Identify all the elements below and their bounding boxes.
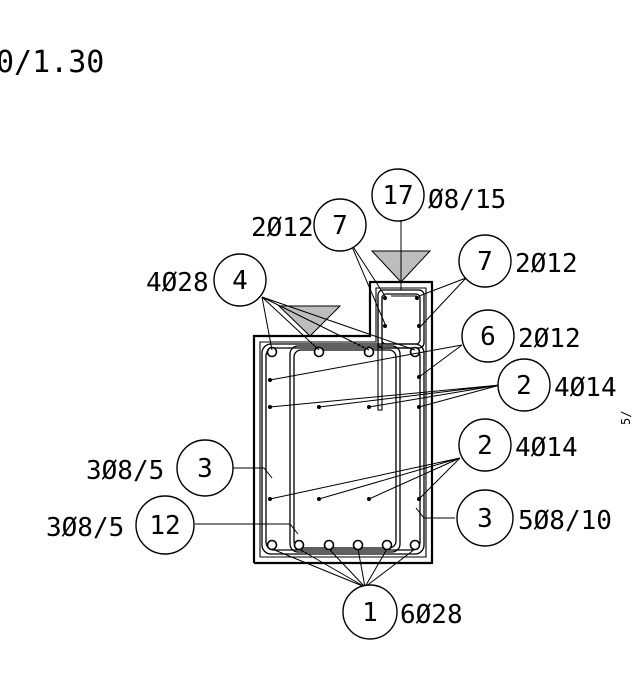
callout-12: 12 3Ø8/5 [46, 495, 195, 555]
callout-17: 17 Ø8/15 [371, 168, 506, 222]
callout-6-number: 6 [480, 322, 496, 352]
callout-7-right: 7 2Ø12 [458, 234, 578, 288]
rebar-bottom-4 [352, 539, 364, 551]
leader-lines [195, 216, 501, 588]
callout-17-number: 17 [382, 181, 413, 211]
callout-1-spec: 6Ø28 [400, 600, 463, 630]
callout-2-bottom: 2 4Ø14 [458, 418, 578, 472]
callout-1-number: 1 [362, 598, 378, 628]
callout-1: 1 6Ø28 [342, 584, 463, 640]
callout-3-left-number: 3 [197, 454, 213, 484]
concrete-outline [252, 280, 434, 565]
rebar-small-3 [383, 324, 387, 328]
callout-3-right-spec: 5Ø8/10 [518, 506, 612, 536]
callout-7-left: 7 2Ø12 [251, 198, 367, 252]
rebar-bottom-5 [381, 539, 393, 551]
stirrups [261, 289, 425, 555]
callout-12-spec: 3Ø8/5 [46, 513, 124, 543]
top-bars [266, 346, 421, 358]
callout-3-left: 3 3Ø8/5 [86, 439, 234, 497]
rebar-small-2 [415, 296, 419, 300]
callout-3-right-number: 3 [477, 504, 493, 534]
callout-2-bottom-spec: 4Ø14 [515, 433, 578, 463]
rebar-bottom-2 [293, 539, 305, 551]
callout-3-right: 3 5Ø8/10 [456, 489, 612, 547]
rebar-top-2 [313, 346, 325, 358]
callout-17-spec: Ø8/15 [428, 185, 506, 215]
callout-3-left-spec: 3Ø8/5 [86, 456, 164, 486]
callout-7-right-spec: 2Ø12 [515, 249, 578, 279]
rebar-bottom-6 [409, 539, 421, 551]
rebar-bottom-1 [266, 539, 278, 551]
rebar-top-3 [363, 346, 375, 358]
small-bars [268, 296, 421, 501]
drawing-scale-label: 0/1.30 [0, 45, 104, 80]
edge-mark: 5/ [619, 411, 633, 425]
bottom-bars [266, 539, 421, 551]
callout-6: 6 2Ø12 [461, 309, 581, 363]
callout-7-left-spec: 2Ø12 [251, 213, 314, 243]
rebar-small-1 [383, 296, 387, 300]
callout-4-number: 4 [232, 266, 248, 296]
rebar-small-4 [417, 324, 421, 328]
callout-2-top-spec: 4Ø14 [554, 373, 617, 403]
callout-6-spec: 2Ø12 [518, 324, 581, 354]
hanging-bar-17 [377, 295, 417, 411]
callout-12-number: 12 [149, 511, 180, 541]
rebar-bottom-3 [323, 539, 335, 551]
callout-7-right-number: 7 [477, 247, 493, 277]
callout-4-spec: 4Ø28 [146, 268, 209, 298]
callout-4: 4 4Ø28 [146, 253, 267, 307]
callout-2-top: 2 4Ø14 [497, 358, 617, 412]
callout-2-bottom-number: 2 [477, 431, 493, 461]
callout-7-left-number: 7 [332, 211, 348, 241]
callout-2-top-number: 2 [516, 371, 532, 401]
